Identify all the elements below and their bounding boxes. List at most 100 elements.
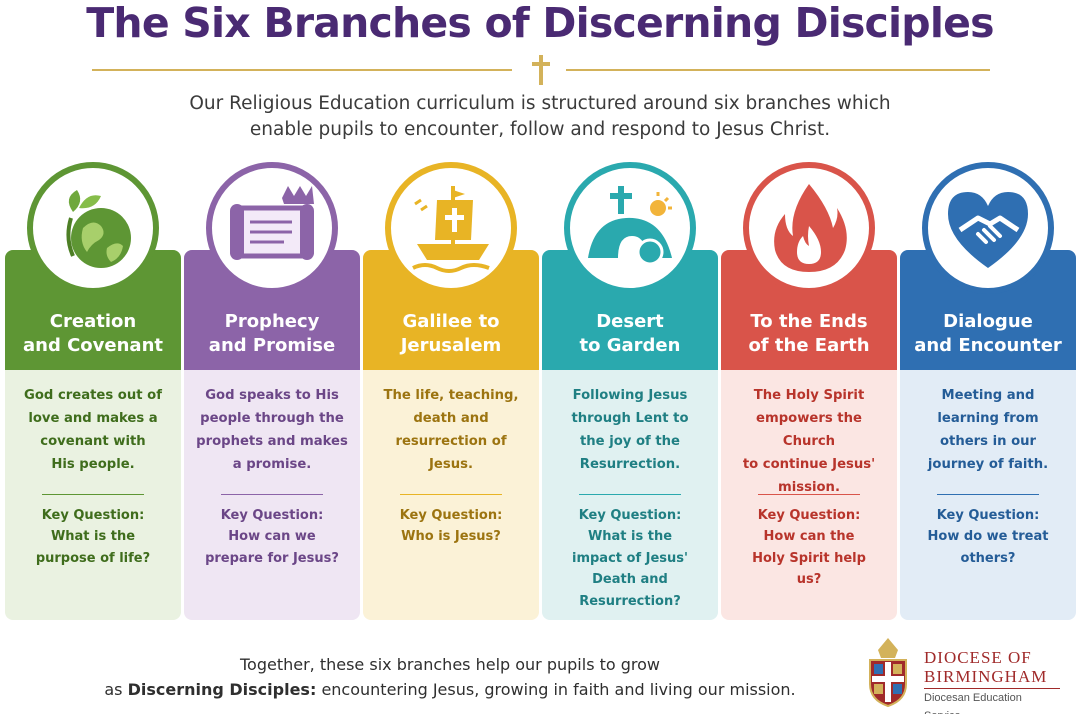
key-question-line: What is the — [587, 529, 673, 544]
branch-title: Galilee to Jerusalem — [401, 310, 502, 358]
branch-divider — [758, 494, 860, 495]
branch-description-line: Meeting and — [941, 388, 1035, 403]
footer-text: Together, these six branches help our pu… — [60, 652, 840, 702]
branch-description-line: God speaks to His — [205, 388, 339, 403]
branch-title-line-1: Creation — [49, 311, 137, 332]
empty-tomb-icon — [588, 186, 672, 266]
branch-description-line: people through the — [200, 411, 344, 426]
diocese-logo-text: DIOCESE OF BIRMINGHAM Diocesan Education… — [924, 648, 1060, 714]
branch-icon-circle — [206, 162, 338, 294]
key-question-label: Key Question: — [936, 508, 1040, 523]
key-question-line: What is the — [50, 529, 136, 544]
cross-icon — [532, 55, 550, 85]
key-question-label: Key Question: — [220, 508, 324, 523]
branch-description-line: learning from — [937, 411, 1039, 426]
flame-icon — [774, 184, 847, 272]
branch-title-line-2: and Promise — [208, 335, 336, 356]
branch-title: Dialogue and Encounter — [914, 310, 1062, 358]
key-question: What is the purpose of life? — [15, 526, 171, 569]
key-question-line: Death and — [592, 572, 668, 587]
branch-description-line: Resurrection. — [579, 457, 681, 472]
branch-divider — [579, 494, 681, 495]
branch-title-line-1: To the Ends — [750, 311, 868, 332]
branch-description-line: journey of faith. — [927, 457, 1049, 472]
branch-icon-circle — [564, 162, 696, 294]
key-question-line: Resurrection? — [579, 593, 681, 609]
branch-icon-circle — [385, 162, 517, 294]
branch-description-line: Jesus. — [429, 457, 473, 472]
diocese-line-2: BIRMINGHAM — [924, 667, 1048, 686]
intro-text: Our Religious Education curriculum is st… — [90, 91, 990, 143]
footer-bold: Discerning Disciples: — [127, 680, 317, 699]
branch-title: To the Ends of the Earth — [748, 310, 869, 358]
globe-leaves-icon — [66, 190, 131, 268]
branch-description-line: the joy of the — [579, 434, 681, 449]
key-question-label: Key Question: — [41, 508, 145, 523]
key-question-line: How can the — [763, 529, 855, 544]
key-question-label: Key Question: — [578, 508, 682, 523]
diocese-line-1: DIOCESE OF — [924, 648, 1032, 667]
footer-line-1: Together, these six branches help our pu… — [239, 655, 661, 674]
branch-description-line: through Lent to — [571, 411, 689, 426]
branch-description-line: Following Jesus — [572, 388, 688, 403]
intro-line-2: enable pupils to encounter, follow and r… — [249, 119, 831, 140]
diocese-crest-icon — [869, 638, 907, 708]
intro-line-1: Our Religious Education curriculum is st… — [189, 93, 891, 114]
branch-title: Creation and Covenant — [23, 310, 163, 358]
branch-description-line: empowers the Church — [756, 411, 862, 449]
branch-description-line: to continue Jesus' — [742, 457, 876, 472]
branch-title-line-2: and Encounter — [914, 335, 1062, 356]
branch-description-line: a promise. — [232, 457, 312, 472]
branch-description: Following Jesus through Lent to the joy of… — [552, 384, 708, 486]
branch-icon-circle — [27, 162, 159, 294]
branch-divider — [400, 494, 502, 495]
branch-description-line: prophets and makes — [196, 434, 348, 449]
branch-description: God speaks to His people through the proph… — [194, 384, 350, 486]
branch-title-line-1: Dialogue — [943, 311, 1033, 332]
branch-description-line: The life, teaching, — [383, 388, 519, 403]
branch-title-line-1: Galilee to — [402, 311, 500, 332]
branch-body: Following Jesus through Lent to the joy of… — [542, 370, 718, 620]
footer-prefix: as — [104, 680, 128, 699]
branch-description-line: His people. — [51, 457, 135, 472]
key-question-line: prepare for Jesus? — [205, 550, 339, 566]
key-question-line: purpose of life? — [35, 550, 151, 566]
title-divider-left — [92, 69, 512, 71]
branch-title-line-1: Desert — [596, 311, 664, 332]
branch-divider — [42, 494, 144, 495]
key-question: Who is Jesus? — [373, 526, 529, 548]
key-question-label: Key Question: — [399, 508, 503, 523]
page-title: The Six Branches of Discerning Disciples — [86, 0, 994, 47]
boat-cross-icon — [412, 186, 490, 273]
key-question-line: us? — [796, 572, 822, 587]
key-question-label: Key Question: — [757, 508, 861, 523]
branch-title-line-2: of the Earth — [748, 335, 870, 356]
branch-body: The Holy Spirit empowers the Church to con… — [721, 370, 897, 620]
branch-title-line-2: Jerusalem — [400, 335, 502, 356]
branch-title-line-2: to Garden — [579, 335, 681, 356]
branch-description-line: love and makes a — [28, 411, 158, 426]
key-question-line: impact of Jesus' — [571, 550, 688, 566]
diocese-line-3: Diocesan Education Service — [924, 688, 1060, 714]
branch-description-line: The Holy Spirit — [753, 388, 865, 403]
branch-title: Desert to Garden — [580, 310, 681, 358]
scroll-crown-icon — [230, 186, 314, 260]
branch-description-line: resurrection of — [395, 434, 507, 449]
branch-divider — [937, 494, 1039, 495]
footer-rest: encountering Jesus, growing in faith and… — [316, 680, 796, 699]
branch-divider — [221, 494, 323, 495]
branch-title-line-2: and Covenant — [22, 335, 163, 356]
branch-description-line: mission. — [778, 480, 840, 495]
